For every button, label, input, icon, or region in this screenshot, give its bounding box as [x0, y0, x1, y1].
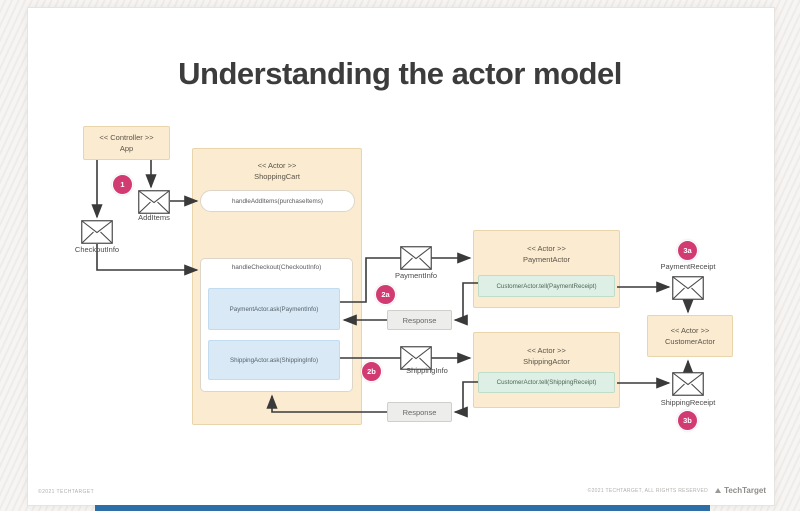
- customer-actor-name: CustomerActor: [664, 337, 715, 346]
- step-badge-2a: 2a: [375, 284, 396, 305]
- footer-credit: ©2021 TECHTARGET: [38, 489, 95, 495]
- payment-tell-box: CustomerActor.tell(PaymentReceipt): [478, 275, 615, 297]
- shopping-cart-name: ShoppingCart: [254, 172, 300, 181]
- handle-add-items-box: handleAddItems(purchaseItems): [200, 190, 355, 212]
- shipping-actor-name: ShippingActor: [523, 357, 570, 366]
- message-label-shippingreceipt: ShippingReceipt: [660, 398, 716, 407]
- payment-ask-box: PaymentActor.ask(PaymentInfo): [208, 288, 340, 330]
- response-box-shipping: Response: [387, 402, 452, 422]
- shipping-tell-box: CustomerActor.tell(ShippingReceipt): [478, 372, 615, 393]
- step-badge-3b: 3b: [677, 410, 698, 431]
- envelope-icon: [672, 372, 704, 396]
- customer-actor-box: << Actor >> CustomerActor: [647, 315, 733, 357]
- step-badge-2b: 2b: [361, 361, 382, 382]
- page-title: Understanding the actor model: [178, 56, 622, 91]
- customer-actor-stereotype: << Actor >>: [670, 326, 710, 335]
- techtarget-mark-icon: [715, 487, 722, 493]
- envelope-icon: [400, 246, 432, 270]
- payment-actor-name: PaymentActor: [522, 255, 571, 264]
- arrow-paymentactor-to-response1: [453, 282, 478, 326]
- response-box-payment: Response: [387, 310, 452, 330]
- shipping-actor-stereotype: << Actor >>: [527, 346, 566, 355]
- payment-actor-stereotype: << Actor >>: [527, 244, 566, 253]
- controller-name: App: [119, 144, 134, 153]
- handle-checkout-label: handleCheckout(CheckoutInfo): [231, 264, 322, 271]
- controller-app-box: << Controller >> App: [83, 126, 170, 160]
- arrow-checkoutinfo-to-handlecheckout: [96, 244, 199, 276]
- envelope-icon: [81, 220, 113, 244]
- techtarget-wordmark: TechTarget: [724, 486, 766, 495]
- arrow-shippingactor-to-response2: [453, 381, 478, 418]
- message-label-additems: AddItems: [138, 213, 170, 222]
- message-label-shippinginfo: ShippingInfo: [406, 366, 448, 375]
- envelope-icon: [400, 346, 432, 370]
- footer-copyright: ©2021 TECHTARGET, ALL RIGHTS RESERVED: [587, 487, 709, 494]
- envelope-icon: [138, 190, 170, 214]
- shipping-actor-box: << Actor >> ShippingActor: [473, 332, 620, 408]
- techtarget-logo: TechTarget: [714, 486, 766, 495]
- step-badge-1: 1: [112, 174, 133, 195]
- footer-accent-bar: [95, 505, 710, 511]
- footer-right: ©2021 TECHTARGET, ALL RIGHTS RESERVED Te…: [588, 486, 766, 495]
- controller-stereotype: << Controller >>: [99, 133, 154, 142]
- message-label-paymentreceipt: PaymentReceipt: [660, 262, 716, 271]
- shipping-ask-box: ShippingActor.ask(ShippingInfo): [208, 340, 340, 380]
- shopping-cart-stereotype: << Actor >>: [257, 161, 297, 170]
- arrow-response2-to-handlecheckout: [266, 394, 387, 413]
- message-label-checkoutinfo: CheckoutInfo: [74, 245, 120, 254]
- message-label-paymentinfo: PaymentInfo: [394, 271, 438, 280]
- step-badge-3a: 3a: [677, 240, 698, 261]
- envelope-icon: [672, 276, 704, 300]
